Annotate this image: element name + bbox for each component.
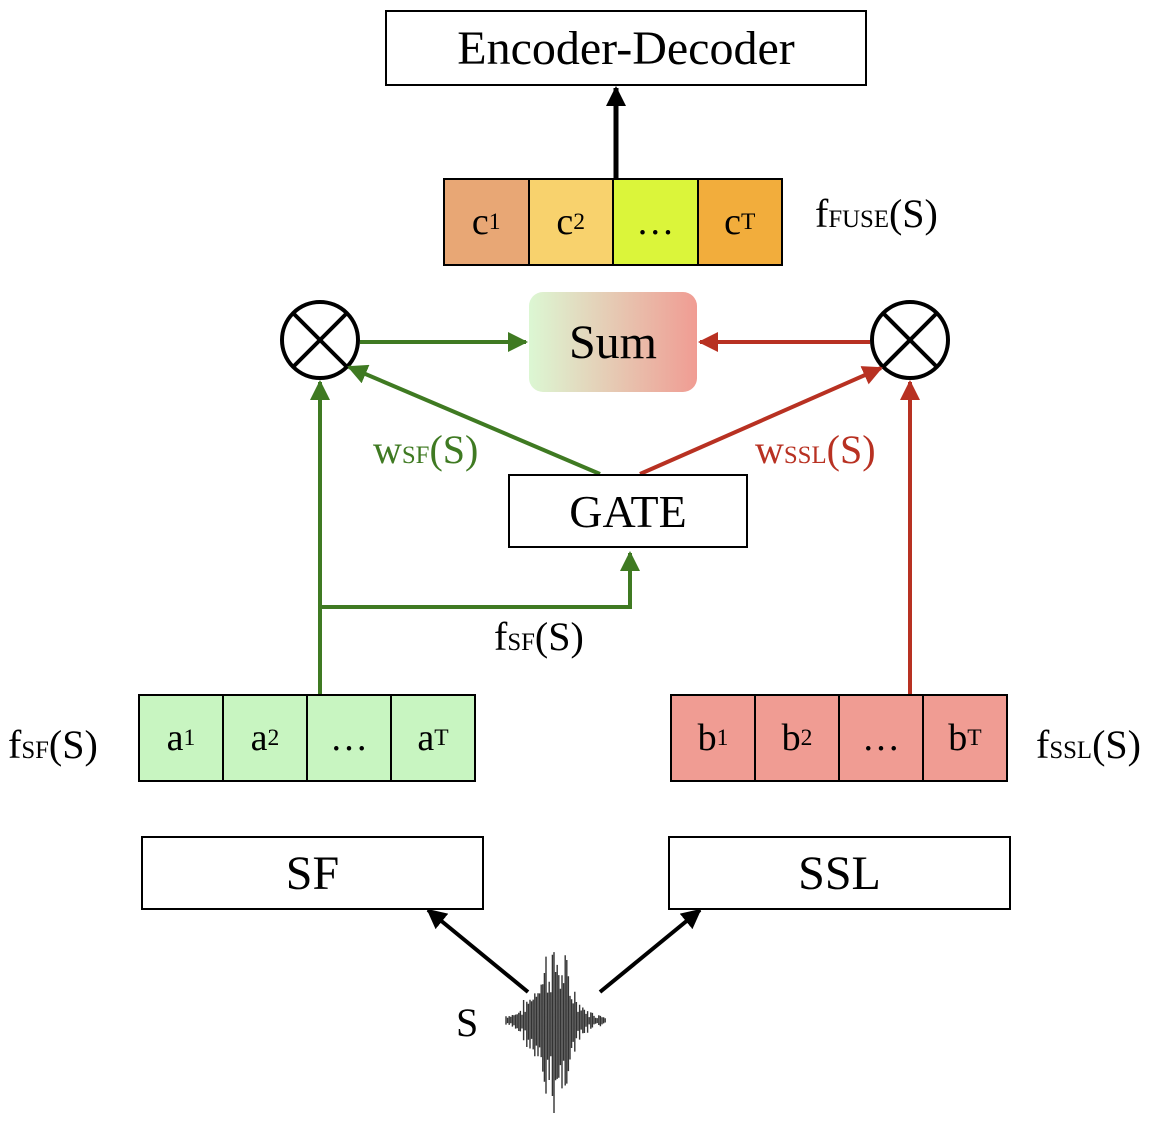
speech-waveform-icon bbox=[505, 952, 606, 1113]
signal-to-sf-arrow bbox=[426, 908, 530, 994]
ssl-sequence-label: fSSL(S) bbox=[1036, 722, 1141, 767]
gate-weight-ssl-arrow bbox=[639, 366, 883, 476]
fuse-label: fFUSE(S) bbox=[815, 191, 938, 236]
sum-box: Sum bbox=[529, 292, 697, 392]
multiply-node-sf bbox=[280, 300, 360, 380]
multiply-node-ssl bbox=[870, 300, 950, 380]
weight-ssl-label: wSSL(S) bbox=[755, 427, 876, 472]
sf-cell: … bbox=[308, 696, 392, 780]
ssl-model-box: SSL bbox=[668, 836, 1011, 910]
sf-model-label: SF bbox=[285, 846, 340, 900]
gate-weight-sf-arrow bbox=[347, 364, 601, 476]
encoder-decoder-label: Encoder-Decoder bbox=[457, 21, 795, 75]
ssl-model-label: SSL bbox=[798, 846, 881, 900]
fuse-cell: … bbox=[614, 180, 699, 264]
encoder-decoder-box: Encoder-Decoder bbox=[385, 10, 867, 86]
signal-label: S bbox=[456, 1000, 479, 1045]
gate-label: GATE bbox=[569, 485, 687, 537]
sf-model-box: SF bbox=[141, 836, 484, 910]
signal-to-ssl-arrow bbox=[598, 908, 702, 994]
weight-sf-label: wSF(S) bbox=[373, 427, 479, 472]
gate-input-label: fSF(S) bbox=[494, 614, 584, 659]
sum-label: Sum bbox=[568, 315, 658, 369]
sf-sequence-label: fSF(S) bbox=[8, 722, 98, 767]
sf-features-to-gate-arrow bbox=[320, 551, 640, 609]
gate-box: GATE bbox=[508, 474, 748, 548]
ssl-cell: … bbox=[840, 696, 924, 780]
